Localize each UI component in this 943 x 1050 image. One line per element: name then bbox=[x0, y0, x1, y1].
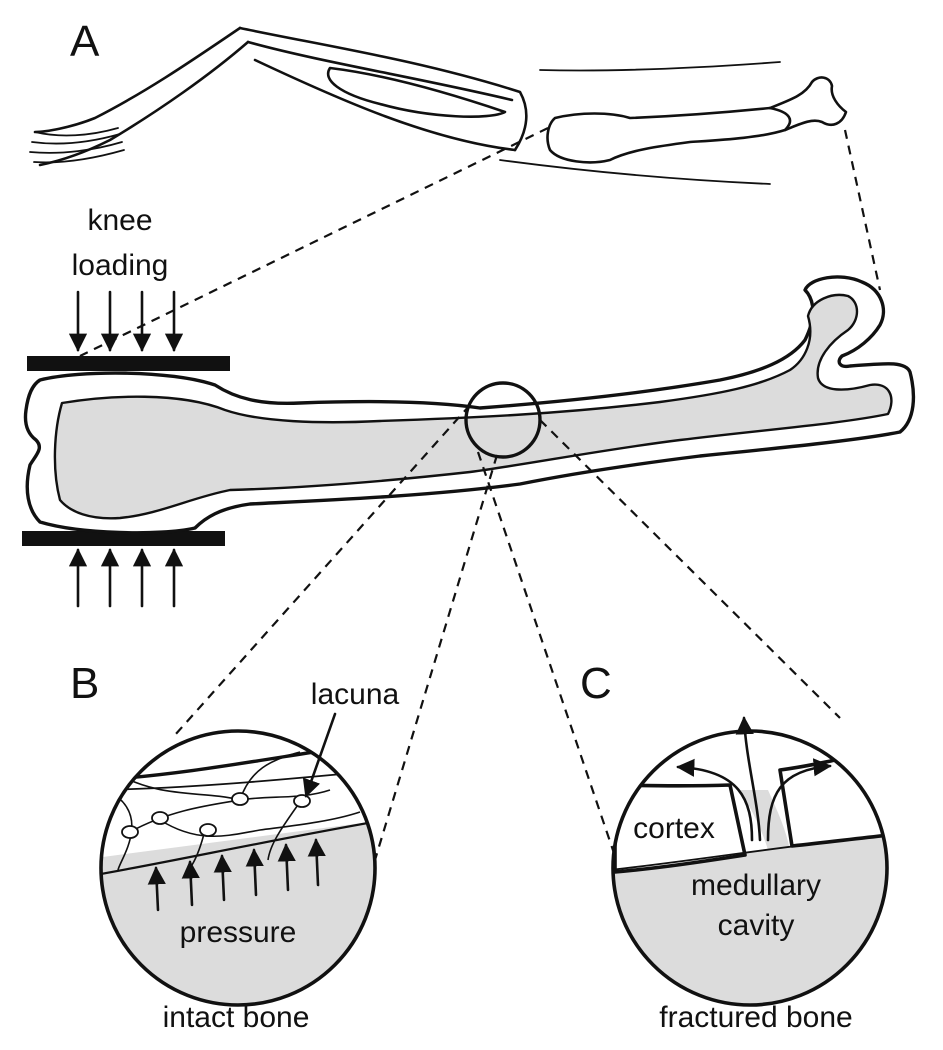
panel-a-letter: A bbox=[70, 17, 100, 66]
endosteal-surface-c bbox=[613, 834, 887, 871]
loading-arrows-bottom bbox=[68, 548, 184, 608]
zoom-line-b-left bbox=[174, 404, 471, 736]
caption-fractured-bone: fractured bone bbox=[659, 1001, 852, 1034]
zoom-line-b-right bbox=[373, 454, 499, 861]
fracture-gap-fluid bbox=[740, 790, 790, 850]
femur-head-sketch bbox=[768, 76, 848, 132]
zoom-line-c-left bbox=[476, 451, 620, 866]
osteocyte-lacuna-5 bbox=[293, 794, 311, 808]
tibia-outline-top bbox=[238, 26, 528, 152]
limb-outline-lower bbox=[38, 40, 250, 167]
knee-loading-label-1: knee bbox=[87, 204, 152, 237]
toe-1 bbox=[34, 127, 119, 137]
loading-plate-top bbox=[27, 356, 230, 371]
loading-plate-bottom bbox=[22, 531, 225, 546]
intact-bone-detail bbox=[101, 740, 375, 1005]
toe-4 bbox=[33, 149, 125, 164]
bone-longitudinal-section bbox=[23, 275, 916, 535]
endosteal-surface-b bbox=[101, 818, 375, 877]
pressure-label: pressure bbox=[180, 916, 297, 949]
marrow-region-c bbox=[613, 835, 887, 1005]
osteocyte-lacuna-4 bbox=[231, 792, 249, 806]
thigh-outline-bottom bbox=[499, 159, 771, 185]
canaliculus-3 bbox=[159, 811, 361, 837]
thigh-outline-top bbox=[539, 61, 781, 72]
fractured-bone-detail bbox=[613, 746, 887, 1005]
zoom-circle-b bbox=[99, 729, 377, 1007]
cortex-fragment-left bbox=[613, 783, 747, 874]
marrow-wedge-b bbox=[101, 820, 375, 1005]
loading-arrows-top bbox=[68, 290, 184, 352]
fluid-flow-arrows bbox=[676, 716, 832, 842]
panel-c-letter: C bbox=[580, 659, 612, 708]
femur-sketch bbox=[546, 106, 792, 164]
canaliculus-5 bbox=[239, 751, 301, 801]
fibula-gap bbox=[326, 66, 507, 118]
panel-b-letter: B bbox=[70, 659, 99, 708]
toe-2 bbox=[31, 133, 121, 145]
medullary-label: medullary bbox=[691, 869, 821, 902]
lacuna-pointer-arrow bbox=[302, 712, 337, 798]
pressure-arrows bbox=[147, 838, 326, 912]
cavity-label: cavity bbox=[718, 909, 795, 942]
periosteal-surface-b bbox=[101, 740, 375, 782]
cortex-label: cortex bbox=[633, 812, 715, 845]
canaliculus-6 bbox=[267, 801, 301, 861]
caption-intact-bone: intact bone bbox=[163, 1001, 310, 1034]
osteocyte-lacuna-3 bbox=[199, 823, 217, 837]
toe-3 bbox=[29, 141, 123, 154]
limb-skeleton-sketch bbox=[29, 26, 848, 185]
tibia-inner-line bbox=[246, 40, 514, 102]
knee-loading-label-2: loading bbox=[72, 249, 169, 282]
tibia-outline-bottom bbox=[253, 58, 517, 152]
limb-outline-upper bbox=[33, 26, 242, 134]
zoom-line-c-right bbox=[539, 419, 841, 719]
zoom-line-right bbox=[843, 129, 882, 291]
osteocyte-lacuna-1 bbox=[121, 825, 139, 839]
zoom-line-left bbox=[79, 127, 549, 357]
lacuna-label: lacuna bbox=[311, 678, 400, 711]
medullary-cavity-region bbox=[53, 293, 893, 520]
osteocyte-lacuna-2 bbox=[151, 811, 169, 825]
